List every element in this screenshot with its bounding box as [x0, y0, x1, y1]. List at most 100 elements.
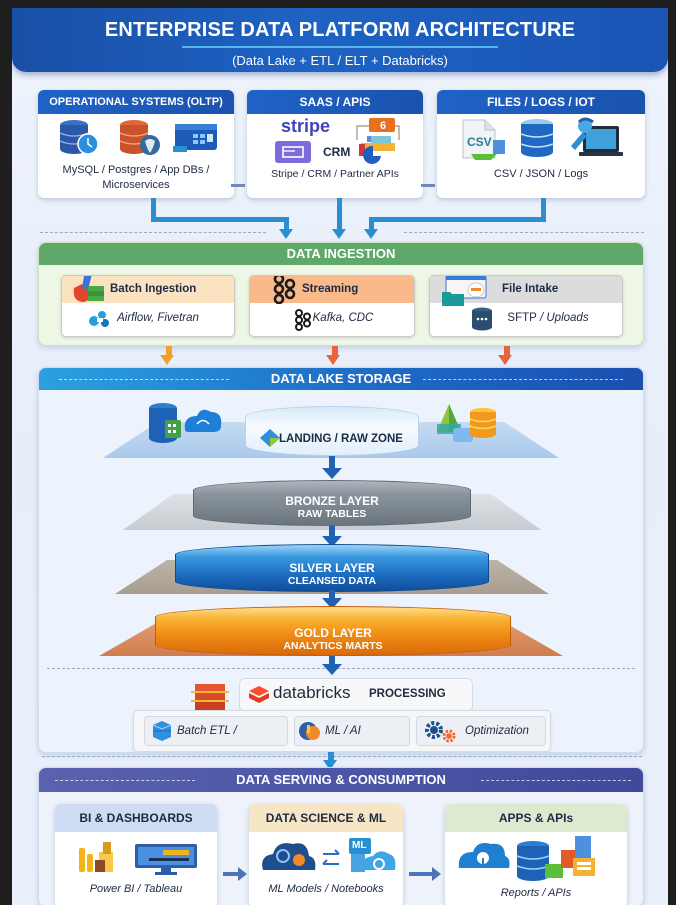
title-underline [182, 46, 498, 48]
serving-card-ds-ml[interactable]: DATA SCIENCE & ML ML ML Models / Noteboo… [249, 804, 403, 905]
chip-label: Batch ETL / Streaming [177, 725, 237, 737]
pipe-files [541, 198, 546, 222]
databricks-logo-icon [249, 686, 269, 703]
serving-card-title: BI & DASHBOARDS [55, 804, 217, 832]
mysql-database-icon [59, 120, 99, 155]
ingestion-batch[interactable]: Batch Ingestion Airflow, Fivetran [61, 275, 235, 337]
pipe-oltp-h [151, 217, 289, 222]
connector-saas-files [421, 184, 435, 187]
arrow-stem [504, 346, 510, 356]
arrow-right-icon [409, 867, 441, 881]
databricks-brand: databricks [273, 683, 351, 702]
ingestion-streaming[interactable]: Streaming Kafka, CDC [249, 275, 415, 337]
landing-zone-label: LANDING / RAW ZONE [279, 433, 403, 445]
arrow-down-icon [322, 598, 342, 609]
ingestion-tool-label: Kafka, CDC [312, 312, 374, 324]
arrow-down-icon [332, 229, 346, 239]
source-card-saas[interactable]: SAAS / APIS stripe CRM 6 Stripe / CRM / … [247, 90, 423, 198]
section-data-lake: DATA LAKE STORAGE [38, 367, 644, 753]
architecture-page: ENTERPRISE DATA PLATFORM ARCHITECTURE (D… [12, 8, 668, 905]
page-subtitle: (Data Lake + ETL / ELT + Databricks) [232, 53, 448, 68]
chip-label: ML / AI Modeling [325, 725, 361, 737]
layer-name: GOLD LAYER [294, 626, 372, 640]
landing-storage-icons [149, 403, 222, 443]
source-card-title: OPERATIONAL SYSTEMS (OLTP) [38, 90, 234, 114]
source-icons: CSV [437, 114, 645, 166]
ingestion-tool-suffix: / Uploads [536, 312, 589, 324]
source-icons [38, 114, 234, 160]
layer-desc: CLEANSED DATA [287, 575, 377, 587]
apps-apis-icons [458, 836, 595, 881]
chip-optimization[interactable]: Optimization [416, 716, 546, 746]
csv-file-icon: CSV [462, 119, 505, 160]
landing-analytics-icons [437, 404, 497, 442]
source-card-files[interactable]: FILES / LOGS / IOT CSV [437, 90, 645, 198]
ingestion-label: File Intake [502, 283, 559, 295]
source-icons: stripe CRM 6 [247, 114, 423, 166]
divider-dashed [404, 232, 644, 233]
ingestion-label: Batch Ingestion [110, 283, 197, 295]
layer-name: BRONZE LAYER [285, 494, 379, 508]
layer-desc: ANALYTICS MARTS [283, 640, 383, 652]
serving-caption: Power BI / Tableau [89, 883, 183, 895]
arrow-down-icon [326, 355, 340, 365]
arrow-down-icon [160, 355, 174, 365]
stripe-logo: stripe [281, 116, 331, 136]
section-header: DATA SERVING & CONSUMPTION [39, 768, 643, 792]
header-dashes [59, 379, 229, 380]
serving-card-title: DATA SCIENCE & ML [249, 804, 403, 832]
arrow-down-icon [322, 468, 342, 479]
ingestion-tool: Kafka, CDC [250, 303, 414, 334]
ingestion-header: File Intake [430, 276, 622, 306]
section-data-ingestion: DATA INGESTION Batch Ingestion Airflow, [38, 242, 644, 346]
crm-icon [275, 141, 311, 163]
source-card-title: SAAS / APIS [247, 90, 423, 114]
pipe-oltp [151, 198, 156, 222]
bronze-layer-disk[interactable]: BRONZE LAYER RAW TABLES [193, 480, 471, 526]
crm-label: CRM [323, 145, 351, 159]
header-dashes [423, 379, 623, 380]
airflow-icon [89, 311, 109, 327]
chip-batch-etl[interactable]: Batch ETL / Streaming [144, 716, 288, 746]
kafka-icon [295, 309, 311, 331]
source-caption: Stripe / CRM / Partner APIs [271, 168, 399, 180]
source-card-oltp[interactable]: OPERATIONAL SYSTEMS (OLTP) [38, 90, 234, 198]
arrow-down-icon [322, 536, 342, 547]
processing-chips: Batch ETL / Streaming ML / AI Modeling O… [133, 710, 551, 752]
file-intake-icon [442, 276, 487, 306]
arrow-down-icon [323, 760, 337, 770]
serving-card-apps-apis[interactable]: APPS & APIs Reports / APIs [445, 804, 627, 905]
section-title: DATA SERVING & CONSUMPTION [236, 772, 446, 787]
log-database-icon [520, 119, 554, 157]
source-caption-line2: Microservices [102, 179, 170, 191]
page-title: ENTERPRISE DATA PLATFORM ARCHITECTURE [104, 19, 576, 41]
section-title: DATA LAKE STORAGE [270, 371, 412, 386]
ingestion-tool-label: Airflow, Fivetran [117, 312, 199, 324]
serving-card-bi[interactable]: BI & DASHBOARDS Power BI / Tableau [55, 804, 217, 905]
ml-badge: ML [352, 840, 367, 851]
gold-layer-disk[interactable]: GOLD LAYER ANALYTICS MARTS [155, 606, 511, 656]
arrow-stem [329, 590, 335, 600]
sftp-database-icon [472, 307, 492, 331]
chip-ml-ai[interactable]: ML / AI Modeling [294, 716, 410, 746]
arrow-down-icon [364, 229, 378, 239]
iot-laptop-icon [571, 117, 623, 156]
arrow-down-icon [322, 664, 342, 675]
section-header: DATA LAKE STORAGE [39, 368, 643, 390]
pipe-saas [337, 198, 342, 229]
batch-ingestion-icon [73, 276, 104, 302]
postgres-database-icon [119, 120, 160, 155]
ingestion-header: Streaming [250, 276, 414, 304]
section-header: DATA INGESTION [39, 243, 643, 265]
ingestion-tool: SFTP / Uploads [430, 303, 622, 334]
silver-layer-disk[interactable]: SILVER LAYER CLEANSED DATA [175, 544, 489, 592]
page-header: ENTERPRISE DATA PLATFORM ARCHITECTURE (D… [12, 8, 668, 72]
source-caption: CSV / JSON / Logs [493, 168, 589, 180]
source-card-title: FILES / LOGS / IOT [437, 90, 645, 114]
landing-zone-disk[interactable]: LANDING / RAW ZONE [245, 406, 419, 456]
gears-icon [425, 721, 456, 743]
layer-name: SILVER LAYER [289, 561, 375, 575]
processing-label: PROCESSING [369, 688, 446, 700]
layer-desc: RAW TABLES [297, 508, 367, 520]
ingestion-file-intake[interactable]: File Intake SFTP / Uploads [429, 275, 623, 337]
